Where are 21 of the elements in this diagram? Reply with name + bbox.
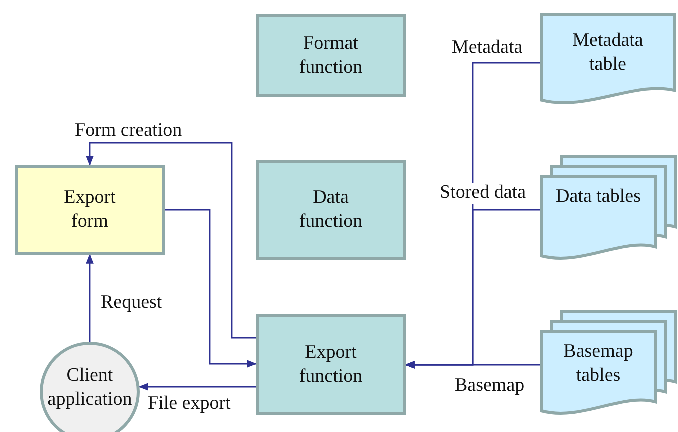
edge-label: Stored data	[440, 183, 526, 204]
node-label: Client application	[46, 364, 134, 412]
node-label: Format function	[298, 32, 364, 80]
process-box	[256, 314, 406, 415]
arrow	[405, 361, 540, 369]
edge-label: Request	[101, 293, 162, 314]
arrow	[86, 254, 94, 342]
node-label: Basemap tables	[562, 340, 634, 388]
edge-label: Basemap	[455, 376, 525, 397]
edge-label: File export	[148, 394, 231, 415]
node-label: Data function	[298, 186, 364, 234]
arrow	[86, 142, 256, 339]
node-label: Export form	[63, 186, 117, 234]
arrow	[165, 209, 257, 368]
process-box	[256, 160, 406, 260]
node-label: Metadata table	[572, 29, 644, 76]
node-label: Export function	[298, 340, 364, 388]
arrow	[138, 383, 256, 391]
process-box	[256, 14, 406, 97]
form-box	[15, 165, 165, 255]
node-label: Data tables	[556, 185, 641, 209]
